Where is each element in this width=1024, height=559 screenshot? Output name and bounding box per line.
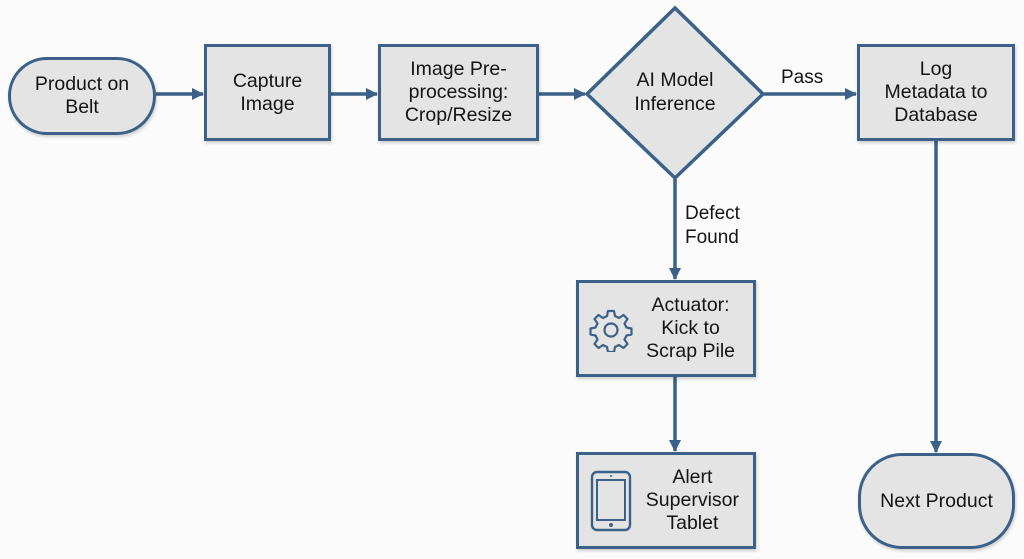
node-label: Actuator: Kick to Scrap Pile — [646, 294, 735, 362]
node-label: Capture Image — [232, 69, 303, 115]
node-label: Log Metadata to Database — [884, 58, 988, 126]
decision-inference-label: AI Model Inference — [634, 69, 716, 115]
node-product-on-belt[interactable]: Product on Belt — [8, 57, 156, 135]
edge-label-defect-found: Defect Found — [685, 203, 740, 248]
decision-inference-shape[interactable] — [584, 5, 766, 181]
node-capture-image[interactable]: Capture Image — [204, 44, 331, 141]
node-actuator[interactable]: Actuator: Kick to Scrap Pile — [576, 280, 756, 377]
tablet-icon — [590, 470, 632, 532]
node-log-metadata[interactable]: Log Metadata to Database — [857, 44, 1015, 141]
node-label: Image Pre- processing: Crop/Resize — [404, 58, 513, 126]
gear-icon — [589, 309, 633, 352]
node-label: Next Product — [880, 489, 993, 512]
node-label: Alert Supervisor Tablet — [645, 466, 739, 534]
node-alert-supervisor[interactable]: Alert Supervisor Tablet — [576, 452, 756, 549]
edge-label-pass: Pass — [781, 67, 824, 88]
node-next-product[interactable]: Next Product — [858, 453, 1015, 549]
node-label: Product on Belt — [34, 73, 130, 118]
node-image-preprocessing[interactable]: Image Pre- processing: Crop/Resize — [378, 44, 539, 141]
